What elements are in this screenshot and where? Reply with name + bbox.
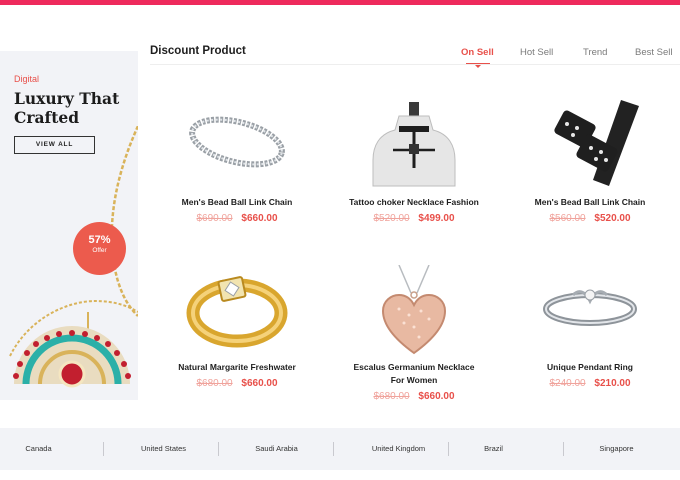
product-price: $680.00 $660.00 — [329, 391, 499, 402]
promo-banner[interactable]: Digital Luxury That Crafted VIEW ALL 57%… — [0, 51, 138, 400]
country-singapore[interactable]: Singapore — [599, 444, 634, 453]
old-price: $520.00 — [373, 213, 410, 224]
leather-cuff-icon — [554, 100, 639, 186]
product-name: Men's Bead Ball Link Chain — [534, 197, 646, 207]
offer-badge: 57% Offer — [73, 222, 126, 275]
heart-pendant-icon — [381, 265, 447, 355]
caret-down-icon — [474, 64, 482, 68]
old-price: $680.00 — [196, 378, 233, 389]
promo-title-line-1: Luxury That — [14, 89, 120, 108]
necklace-image-icon — [9, 126, 138, 388]
old-price: $560.00 — [549, 213, 586, 224]
product-card[interactable]: Unique Pendant Ring $240.00 $210.00 — [505, 265, 675, 389]
tab-trend[interactable]: Trend — [583, 47, 608, 58]
choker-mannequin-icon — [372, 102, 456, 187]
country-divider — [333, 442, 334, 456]
country-canada[interactable]: Canada — [25, 444, 52, 453]
product-price: $690.00 $660.00 — [152, 213, 322, 224]
old-price: $240.00 — [549, 378, 586, 389]
product-price: $560.00 $520.00 — [505, 213, 675, 224]
top-accent-bar — [0, 0, 680, 5]
product-card[interactable]: Escalus Germanium Necklace For Women $68… — [329, 265, 499, 402]
product-name: Men's Bead Ball Link Chain — [181, 197, 293, 207]
product-name: Unique Pendant Ring — [547, 362, 633, 372]
product-card[interactable]: Tattoo choker Necklace Fashion $520.00 $… — [329, 100, 499, 224]
old-price: $680.00 — [373, 391, 410, 402]
sale-price: $660.00 — [241, 378, 278, 389]
promo-tag: Digital — [14, 74, 40, 84]
product-name: Natural Margarite Freshwater — [178, 362, 296, 372]
sale-price: $520.00 — [594, 213, 631, 224]
view-all-button[interactable]: VIEW ALL — [14, 136, 95, 154]
country-strip: Canada United States Saudi Arabia United… — [0, 428, 680, 470]
product-price: $680.00 $660.00 — [152, 378, 322, 389]
product-tabs: On Sell Hot Sell Trend Best Sell — [0, 47, 680, 63]
promo-title-line-2: Crafted — [14, 108, 80, 127]
sale-price: $499.00 — [418, 213, 455, 224]
tab-on-sell[interactable]: On Sell — [461, 47, 494, 58]
product-name: Escalus Germanium Necklace For Women — [329, 361, 499, 387]
country-divider — [103, 442, 104, 456]
product-name-line-1: Escalus Germanium Necklace — [353, 362, 475, 372]
country-brazil[interactable]: Brazil — [484, 444, 503, 453]
silver-ring-icon — [543, 289, 637, 326]
tab-hot-sell[interactable]: Hot Sell — [520, 47, 554, 58]
product-name-line-2: For Women — [390, 375, 438, 385]
header-divider — [150, 64, 680, 65]
country-united-kingdom[interactable]: United Kingdom — [371, 444, 426, 453]
promo-title: Luxury That Crafted — [14, 89, 138, 127]
offer-percent: 57% — [88, 234, 111, 246]
tab-best-sell[interactable]: Best Sell — [635, 47, 673, 58]
sale-price: $660.00 — [241, 213, 278, 224]
sale-price: $210.00 — [594, 378, 631, 389]
country-divider — [218, 442, 219, 456]
product-price: $520.00 $499.00 — [329, 213, 499, 224]
sale-price: $660.00 — [418, 391, 455, 402]
product-name: Tattoo choker Necklace Fashion — [349, 197, 479, 207]
chain-bracelet-icon — [189, 116, 285, 168]
offer-label: Offer — [92, 247, 107, 254]
product-card[interactable]: Men's Bead Ball Link Chain $690.00 $660.… — [152, 100, 322, 224]
section-title: Discount Product — [150, 45, 246, 57]
country-united-states[interactable]: United States — [140, 444, 187, 453]
old-price: $690.00 — [196, 213, 233, 224]
product-price: $240.00 $210.00 — [505, 378, 675, 389]
gold-ring-icon — [186, 276, 288, 348]
product-card[interactable]: Natural Margarite Freshwater $680.00 $66… — [152, 265, 322, 389]
country-saudi-arabia[interactable]: Saudi Arabia — [255, 444, 298, 453]
product-card[interactable]: Men's Bead Ball Link Chain $560.00 $520.… — [505, 100, 675, 224]
country-divider — [448, 442, 449, 456]
country-divider — [563, 442, 564, 456]
